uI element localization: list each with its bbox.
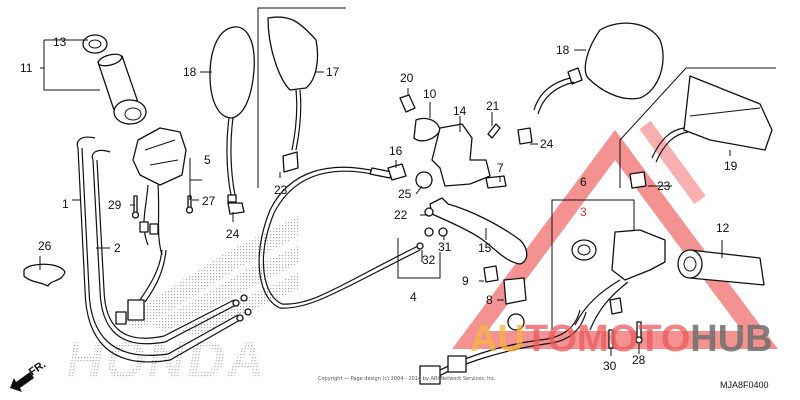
- part-grip-right: [677, 249, 765, 286]
- part-clamp: [23, 263, 66, 287]
- watermark-text: AUTOMOTOHUB: [470, 318, 773, 360]
- part-screws-right: [608, 321, 643, 349]
- part-switch-wiring: [115, 249, 167, 325]
- callout-4: 4: [410, 290, 417, 304]
- callout-22: 22: [394, 208, 408, 222]
- callout-29: 29: [108, 198, 122, 212]
- callout-2: 2: [114, 241, 121, 255]
- callout-18-left: 18: [183, 65, 197, 79]
- callout-19: 19: [724, 159, 738, 173]
- part-screws: [131, 195, 194, 219]
- callout-5: 5: [204, 153, 211, 167]
- callout-9: 9: [462, 274, 469, 288]
- callout-10: 10: [423, 87, 437, 101]
- callout-labels: 13 11 5 18 17 1 2 26 29 27 24 23 20 10 1…: [20, 35, 738, 373]
- part-mirror-18-left: [209, 26, 255, 203]
- part-throttle-cables: [76, 136, 252, 363]
- part-mirror-18-right: [517, 22, 664, 145]
- part-right-switch: [551, 199, 666, 331]
- front-direction-arrow-icon: FR.: [10, 358, 48, 392]
- callout-28: 28: [632, 353, 646, 367]
- part-clutch-cable: [258, 166, 424, 309]
- callout-32: 32: [422, 253, 436, 267]
- watermark-logo-icon: [452, 120, 778, 349]
- callout-16: 16: [389, 144, 403, 158]
- callout-14: 14: [453, 104, 467, 118]
- callout-24-mid: 24: [540, 137, 554, 151]
- callout-18-right: 18: [556, 43, 570, 57]
- callout-23-right: 23: [657, 179, 671, 193]
- callout-27: 27: [202, 194, 216, 208]
- callout-15: 15: [478, 241, 492, 255]
- callout-17: 17: [326, 65, 340, 79]
- callout-13: 13: [53, 35, 67, 49]
- diagram-code: MJA8F0400: [720, 380, 769, 390]
- part-mirror-17: [257, 7, 346, 188]
- part-mirror-19: [619, 67, 776, 189]
- callout-20: 20: [400, 71, 414, 85]
- part-left-switch: [132, 127, 187, 256]
- part-grip-left: [82, 34, 147, 125]
- copyright-notice: Copyright — Page design (c) 2004 - 2014 …: [318, 376, 497, 382]
- callout-6: 6: [580, 175, 587, 189]
- callout-12: 12: [716, 221, 730, 235]
- part-wiring-harness: [419, 309, 587, 385]
- callout-7: 7: [497, 161, 504, 175]
- callout-30: 30: [603, 359, 617, 373]
- part-switch-8-cap-9: [483, 265, 527, 305]
- callout-21: 21: [486, 99, 500, 113]
- callout-11: 11: [20, 61, 33, 75]
- part-nut-24-left: [227, 202, 245, 215]
- callout-26: 26: [38, 239, 52, 253]
- callout-31: 31: [438, 240, 452, 254]
- callout-23-left: 23: [274, 183, 288, 197]
- callout-3: 3: [580, 205, 587, 219]
- callout-8: 8: [486, 293, 493, 307]
- callout-leaders: [39, 39, 731, 356]
- callout-1: 1: [62, 197, 69, 211]
- callout-25: 25: [398, 187, 412, 201]
- part-lever-assembly: [387, 94, 528, 265]
- callout-24-left: 24: [226, 227, 240, 241]
